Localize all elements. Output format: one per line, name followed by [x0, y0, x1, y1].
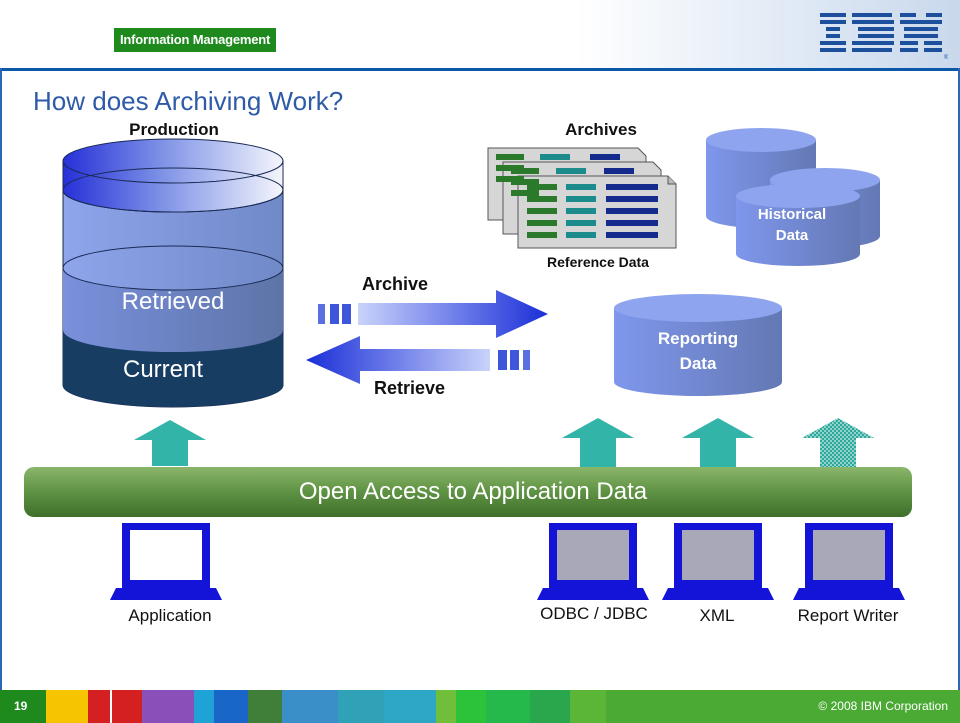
- client-label-application: Application: [128, 606, 212, 625]
- reporting-data-label-line2: Data: [679, 354, 717, 373]
- information-management-badge: Information Management: [114, 28, 277, 52]
- slide-right-border: [958, 68, 960, 690]
- xml-monitor-icon: [662, 523, 774, 600]
- retrieved-layer-label: Retrieved: [121, 288, 225, 315]
- historical-data-cylinders: [706, 128, 880, 266]
- copyright-notice: © 2008 IBM Corporation: [818, 699, 948, 713]
- open-access-bar-label: Open Access to Application Data: [298, 478, 648, 505]
- production-database-cylinder: [62, 138, 284, 408]
- report-writer-monitor-icon: [793, 523, 905, 600]
- ibm-logo: ®: [820, 13, 948, 61]
- archives-heading: Archives: [565, 120, 637, 139]
- svg-text:®: ®: [944, 54, 948, 61]
- production-heading: Production: [129, 120, 219, 139]
- page-number: 19: [14, 699, 28, 713]
- historical-data-label-line2: Data: [775, 227, 809, 244]
- reporting-data-cylinder: [614, 294, 782, 396]
- reference-data-sheets: [487, 147, 677, 249]
- reporting-data-label-line1: Reporting: [657, 329, 739, 348]
- historical-data-label-line1: Historical: [757, 206, 827, 223]
- footer-bar: 19 © 2008 IBM Corporation: [0, 690, 960, 723]
- open-access-bar: [24, 467, 912, 517]
- odbc-jdbc-monitor-icon: [537, 523, 649, 600]
- slide-title: How does Archiving Work?: [33, 86, 344, 116]
- current-layer-label: Current: [122, 356, 204, 383]
- client-label-xml: XML: [699, 606, 735, 625]
- client-label-odbc-jdbc: ODBC / JDBC: [540, 604, 648, 623]
- retrieve-arrow: [306, 336, 530, 384]
- client-label-report-writer: Report Writer: [797, 606, 899, 625]
- slide-left-border: [0, 68, 2, 690]
- archive-flow-label: Archive: [362, 274, 429, 294]
- retrieve-flow-label: Retrieve: [374, 378, 446, 398]
- application-monitor-icon: [110, 523, 222, 600]
- up-arrows: [134, 418, 874, 476]
- header-divider: [0, 68, 960, 71]
- archive-arrow: [318, 290, 548, 338]
- reference-data-label: Reference Data: [547, 254, 649, 270]
